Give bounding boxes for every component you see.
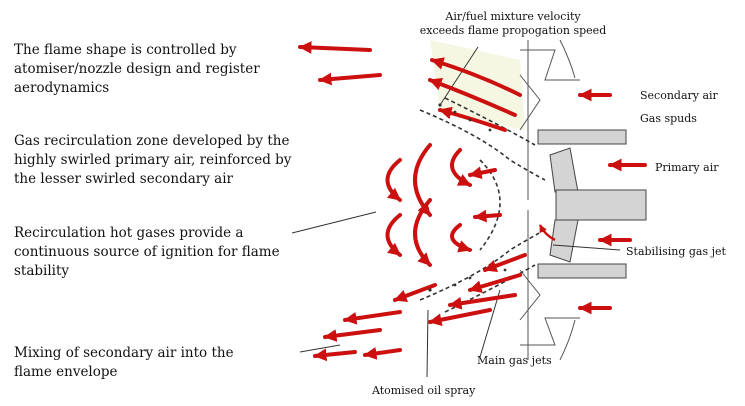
gas-spud-bottom	[537, 263, 627, 279]
label-line: Air/fuel mixture velocity	[445, 10, 581, 23]
burner-throat	[519, 39, 580, 361]
annotation-flame-shape: The flame shape is controlled by atomise…	[14, 41, 260, 98]
label-primary-air: Primary air	[655, 161, 719, 174]
label-oil-spray: Atomised oil spray	[372, 384, 476, 397]
annotation-line: flame envelope	[14, 364, 118, 380]
label-stabilising-jet: Stabilising gas jet	[626, 245, 726, 258]
annotation-hot-gases: Recirculation hot gases provide a contin…	[14, 224, 280, 281]
annotation-line: continuous source of ignition for flame	[14, 244, 280, 260]
annotation-line: highly swirled primary air, reinforced b…	[14, 152, 292, 168]
annotation-line: aerodynamics	[14, 80, 110, 96]
flame-boundary	[419, 97, 546, 313]
label-line: exceeds flame propogation speed	[419, 24, 607, 37]
annotation-line: the lesser swirled secondary air	[14, 171, 233, 187]
annotation-line: Gas recirculation zone developed by the	[14, 133, 290, 149]
annotation-line: Recirculation hot gases provide a	[14, 225, 244, 241]
oil-spray-dots	[428, 103, 507, 292]
flame-shape-arrows	[298, 41, 522, 132]
air-inlet-arrows	[578, 88, 647, 315]
recirculation-arrows	[385, 143, 502, 267]
leader-lines	[291, 46, 621, 378]
annotation-line: Mixing of secondary air into the	[14, 345, 234, 361]
annotation-mixing: Mixing of secondary air into the flame e…	[14, 344, 234, 382]
annotation-recirculation-zone: Gas recirculation zone developed by the …	[14, 132, 291, 189]
annotation-line: stability	[14, 263, 70, 279]
label-main-gas-jets: Main gas jets	[477, 354, 552, 367]
primary-nozzle	[549, 147, 647, 263]
lower-flame-arrows	[313, 253, 527, 362]
stabilising-jet-arrow	[538, 224, 556, 242]
gas-spud-top	[537, 129, 627, 145]
label-velocity: Air/fuel mixture velocity exceeds flame …	[398, 10, 628, 38]
label-secondary-air: Secondary air	[640, 89, 718, 102]
annotation-line: atomiser/nozzle design and register	[14, 61, 260, 77]
annotation-line: The flame shape is controlled by	[14, 42, 237, 58]
label-gas-spuds: Gas spuds	[640, 112, 697, 125]
